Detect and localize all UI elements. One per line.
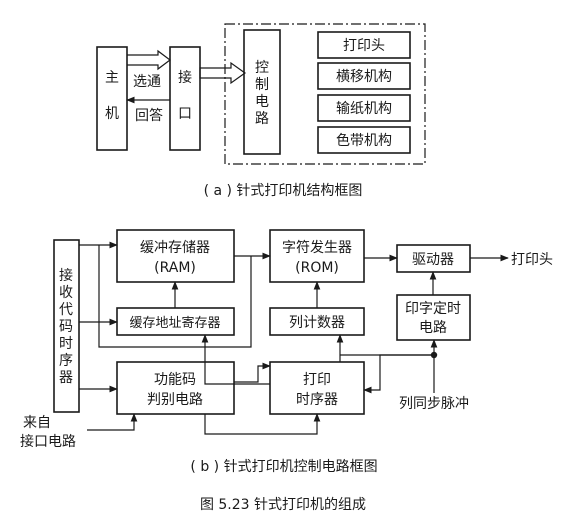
module-traverse (317, 62, 411, 90)
control-label-4: 路 (255, 111, 269, 127)
interface-label-2: 口 (178, 106, 192, 122)
figure-caption: 图 5.23 针式打印机的组成 (200, 496, 366, 513)
caption-b: ( b ) 针式打印机控制电路框图 (190, 458, 377, 475)
receive-label-5: 时 (59, 336, 73, 352)
select-hollow-arrow (127, 49, 171, 71)
function-code-label-2: 判别电路 (147, 392, 203, 408)
control-circuit-box (243, 29, 281, 155)
control-label-2: 制 (255, 77, 269, 93)
sync-junction-dot (430, 351, 438, 359)
sync-to-sequencer-line (363, 354, 434, 394)
interface-to-control-arrow (199, 61, 247, 85)
print-timing-label-2: 电路 (419, 320, 447, 336)
char-generator-label-2: (ROM) (295, 260, 339, 276)
interface-input-line (87, 413, 138, 431)
receive-label-4: 码 (59, 319, 73, 335)
receive-label-2: 收 (59, 285, 73, 301)
caption-a: ( a ) 针式打印机结构框图 (204, 182, 363, 199)
host-label-2: 机 (105, 106, 119, 122)
module-paper-feed (317, 94, 411, 122)
print-sequencer-label-2: 时序器 (296, 392, 338, 408)
buffer-to-chargen-line (98, 245, 252, 348)
module-print-head (317, 31, 411, 59)
module-ribbon (317, 126, 411, 154)
receive-label-6: 序 (59, 353, 73, 369)
reply-label: 回答 (135, 107, 163, 124)
buffer-address-register-label: 缓存地址寄存器 (129, 315, 220, 331)
structure-diagram: 主 机 选通 回答 接 口 控 制 电 路 打印头 横移机构 输纸机构 色带机构… (96, 23, 426, 199)
receive-label-7: 器 (59, 370, 73, 386)
control-circuit-diagram: 接 收 代 码 时 序 器 缓冲存储器 (RAM) 字符发生器 (ROM) 驱动… (20, 229, 553, 475)
print-timing-label-1: 印字定时 (405, 301, 461, 317)
from-interface-label-1: 来自 (23, 415, 51, 431)
receive-label-3: 代 (59, 302, 73, 318)
printer-enclosure (224, 23, 426, 165)
select-label: 选通 (133, 74, 161, 90)
buffer-memory-label-2: (RAM) (154, 260, 196, 276)
module-paper-feed-label: 输纸机构 (336, 101, 392, 117)
column-counter-label: 列计数器 (289, 315, 345, 331)
sequencer-to-address-line (201, 334, 270, 385)
receive-label-1: 接 (59, 267, 73, 284)
buffer-memory-label-1: 缓冲存储器 (140, 240, 210, 256)
column-sync-pulse-label: 列同步脉冲 (399, 396, 469, 412)
function-feedback-line (204, 413, 321, 435)
host-box (96, 46, 128, 151)
print-sequencer-label-1: 打印 (303, 371, 331, 388)
module-print-head-label: 打印头 (343, 37, 385, 54)
control-label-3: 电 (255, 94, 269, 110)
control-label-1: 控 (255, 60, 269, 76)
driver-label: 驱动器 (412, 252, 454, 268)
function-code-label-1: 功能码 (154, 372, 196, 388)
char-generator-label-1: 字符发生器 (282, 240, 352, 256)
interface-label-1: 接 (178, 69, 192, 86)
module-traverse-label: 横移机构 (336, 69, 392, 85)
function-to-sequencer-line (234, 362, 271, 383)
print-head-output-label: 打印头 (511, 251, 553, 268)
module-ribbon-label: 色带机构 (336, 132, 392, 149)
receive-timing-box (53, 239, 80, 413)
from-interface-label-2: 接口电路 (20, 433, 76, 450)
host-label-1: 主 (105, 70, 119, 86)
interface-box (169, 46, 201, 151)
